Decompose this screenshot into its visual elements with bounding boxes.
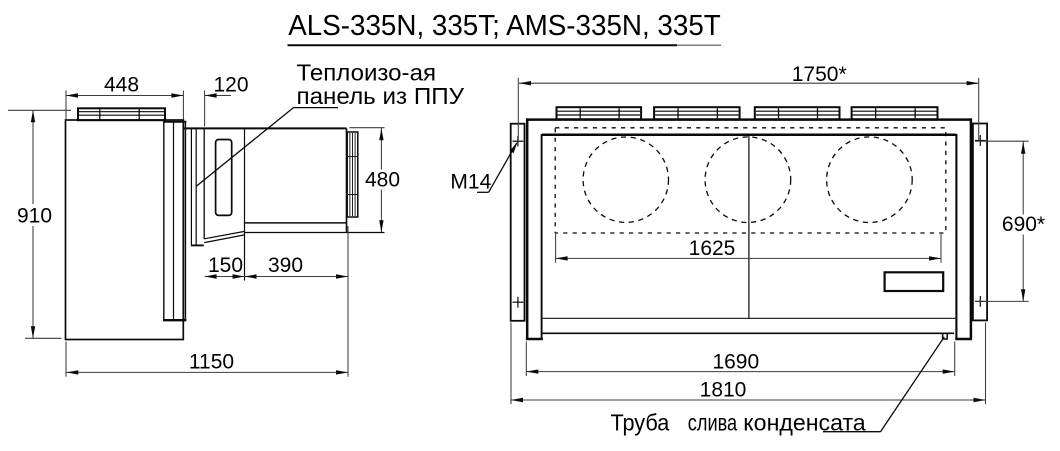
svg-text:слива: слива bbox=[688, 410, 738, 436]
svg-text:480: 480 bbox=[365, 169, 400, 192]
svg-text:Теплоизо-ая: Теплоизо-ая bbox=[297, 60, 437, 86]
svg-text:Труба: Труба bbox=[611, 410, 671, 436]
svg-text:690*: 690* bbox=[1002, 213, 1045, 236]
svg-text:150: 150 bbox=[208, 254, 243, 277]
svg-text:910: 910 bbox=[17, 204, 52, 227]
svg-text:390: 390 bbox=[268, 254, 303, 277]
svg-text:ALS-335N, 335T; AMS-335N, 335T: ALS-335N, 335T; AMS-335N, 335T bbox=[288, 10, 721, 42]
svg-text:1150: 1150 bbox=[189, 350, 234, 373]
svg-text:120: 120 bbox=[213, 73, 248, 96]
svg-text:1625: 1625 bbox=[689, 237, 736, 260]
svg-text:1750*: 1750* bbox=[792, 63, 847, 86]
svg-text:1690: 1690 bbox=[712, 351, 759, 374]
svg-text:M14: M14 bbox=[450, 171, 491, 194]
svg-text:панель из ППУ: панель из ППУ bbox=[297, 83, 465, 109]
svg-text:448: 448 bbox=[104, 73, 139, 96]
svg-text:1810: 1810 bbox=[700, 378, 747, 401]
